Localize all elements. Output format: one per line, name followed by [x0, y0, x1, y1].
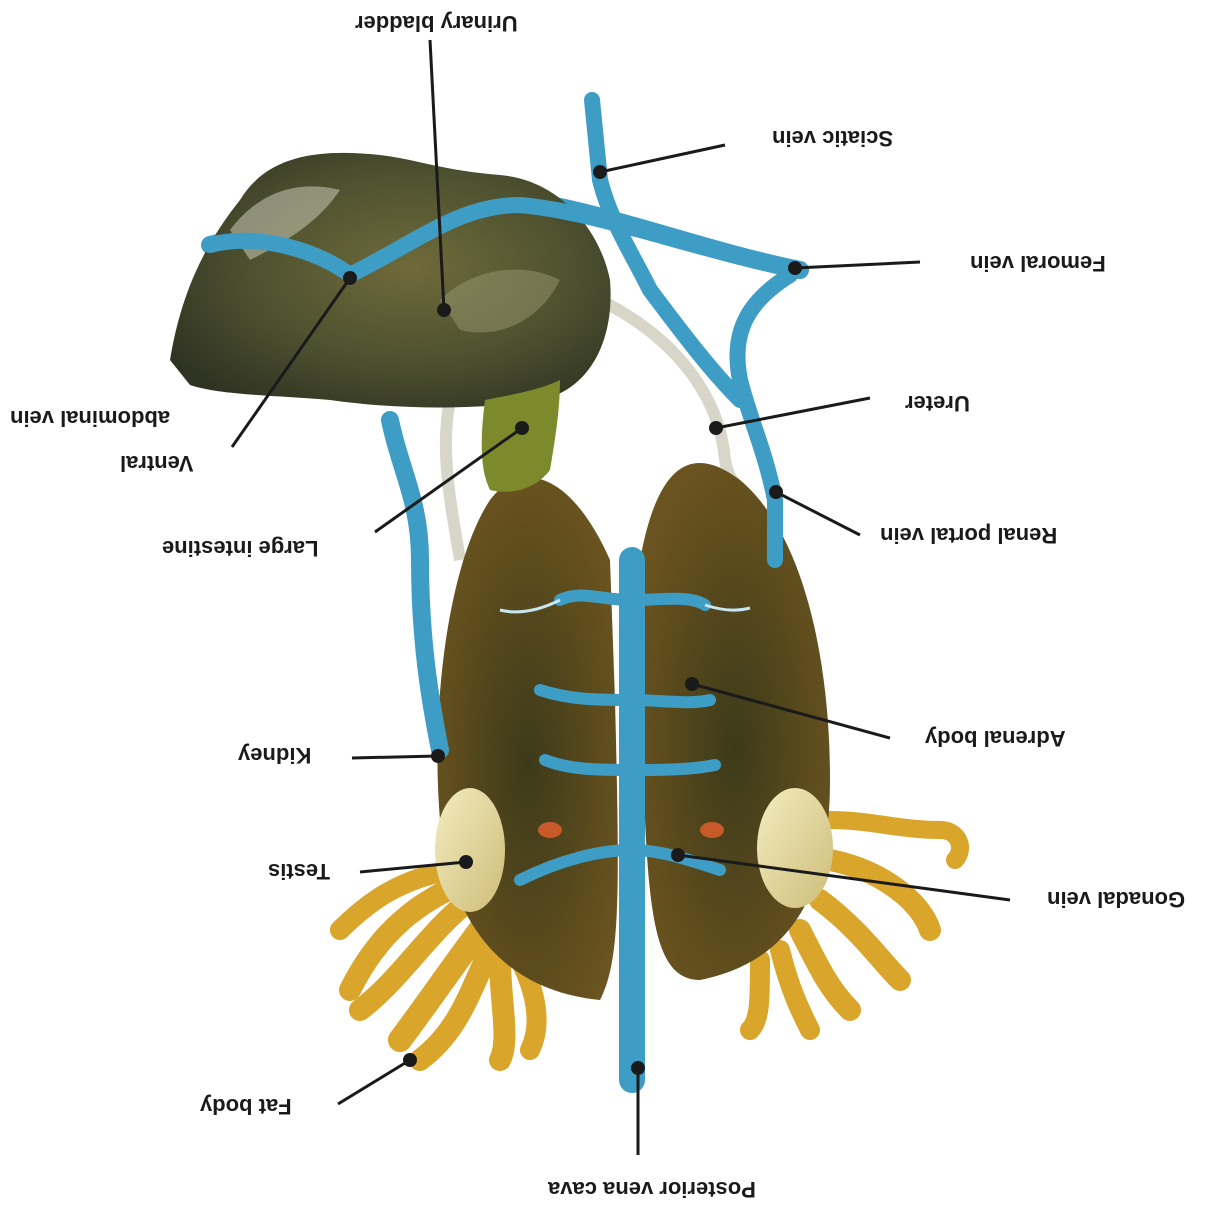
label-ventral-abdominal-vein-line2: abdominal vein: [10, 405, 170, 431]
label-gonadal-vein: Gonadal vein: [1047, 886, 1185, 912]
label-testis: Testis: [268, 858, 330, 884]
adrenal-spot-right: [700, 822, 724, 838]
testis-left: [435, 788, 505, 912]
label-fat-body: Fat body: [200, 1093, 292, 1119]
label-ureter: Ureter: [905, 390, 970, 416]
label-urinary-bladder: Urinary bladder: [355, 10, 518, 36]
label-kidney: Kidney: [238, 742, 311, 768]
testis-right: [757, 788, 833, 908]
label-posterior-vena-cava: Posterior vena cava: [548, 1176, 756, 1202]
label-renal-portal-vein: Renal portal vein: [880, 522, 1057, 548]
label-ventral-abdominal-vein-line1: Ventral: [120, 450, 193, 476]
adrenal-spot-left: [538, 822, 562, 838]
label-adrenal-body: Adrenal body: [925, 725, 1066, 751]
label-femoral-vein: Femoral vein: [970, 250, 1106, 276]
label-sciatic-vein: Sciatic vein: [772, 125, 893, 151]
label-large-intestine: Large intestine: [162, 535, 318, 561]
